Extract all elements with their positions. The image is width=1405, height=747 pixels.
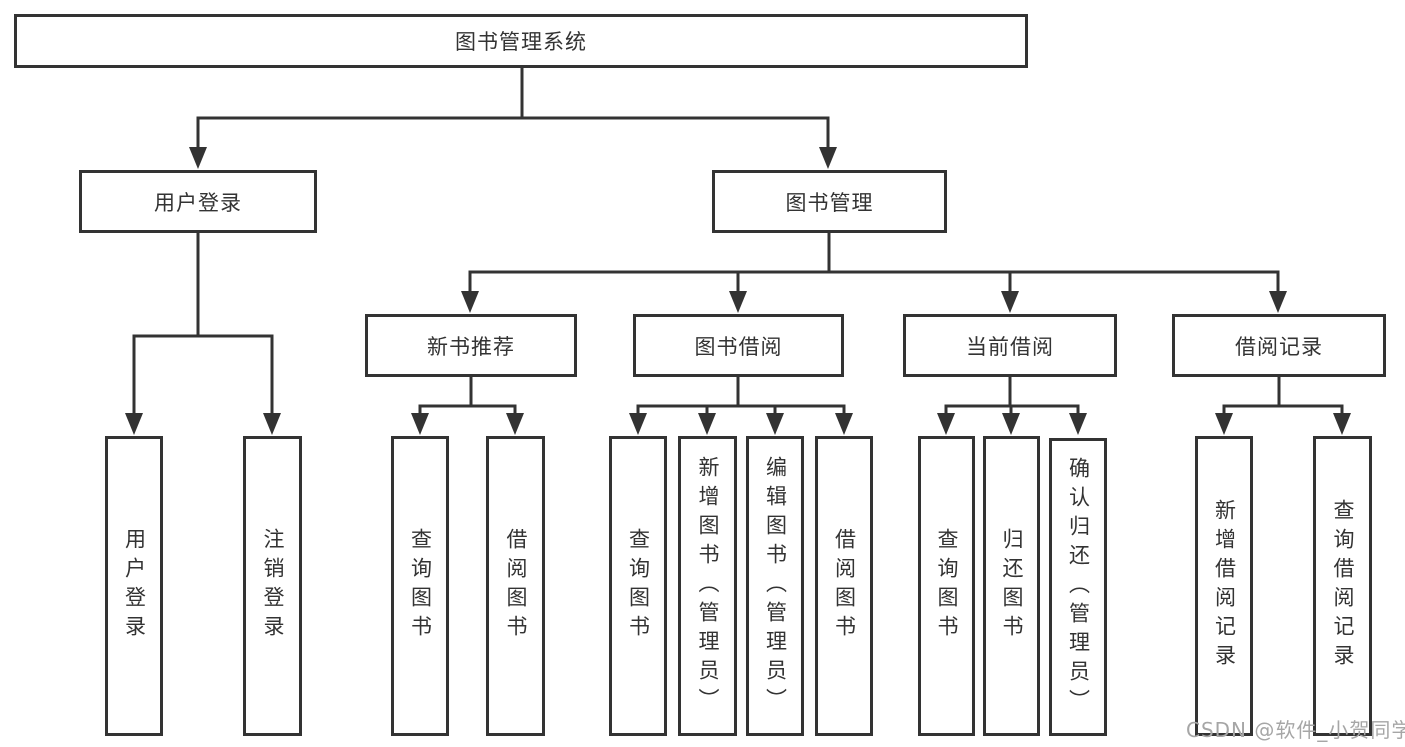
node-new-book-recommend: 新书推荐	[365, 314, 577, 377]
leaf-query-books-borrow: 查询图书	[609, 436, 667, 736]
leaf-edit-books-admin: 编辑图书（管理员）	[746, 436, 804, 736]
node-library-management-system: 图书管理系统	[14, 14, 1028, 68]
node-user-login: 用户登录	[79, 170, 317, 233]
leaf-borrow-books-recommend: 借阅图书	[486, 436, 545, 736]
node-borrow-records: 借阅记录	[1172, 314, 1386, 377]
csdn-watermark: CSDN @软件_小贺同学	[1186, 718, 1405, 742]
arrowheads	[125, 147, 1351, 435]
leaf-add-borrow-record: 新增借阅记录	[1195, 436, 1253, 736]
leaf-user-login: 用户登录	[105, 436, 163, 736]
node-book-management: 图书管理	[712, 170, 947, 233]
node-current-borrow: 当前借阅	[903, 314, 1117, 377]
leaf-borrow-books: 借阅图书	[815, 436, 873, 736]
leaf-add-books-admin: 新增图书（管理员）	[678, 436, 737, 736]
leaf-query-books-recommend: 查询图书	[391, 436, 449, 736]
leaf-query-books-current: 查询图书	[918, 436, 975, 736]
node-book-borrow: 图书借阅	[633, 314, 844, 377]
leaf-confirm-return-admin: 确认归还（管理员）	[1049, 438, 1107, 736]
leaf-query-borrow-record: 查询借阅记录	[1313, 436, 1372, 736]
leaf-logout: 注销登录	[243, 436, 302, 736]
leaf-return-books: 归还图书	[983, 436, 1040, 736]
